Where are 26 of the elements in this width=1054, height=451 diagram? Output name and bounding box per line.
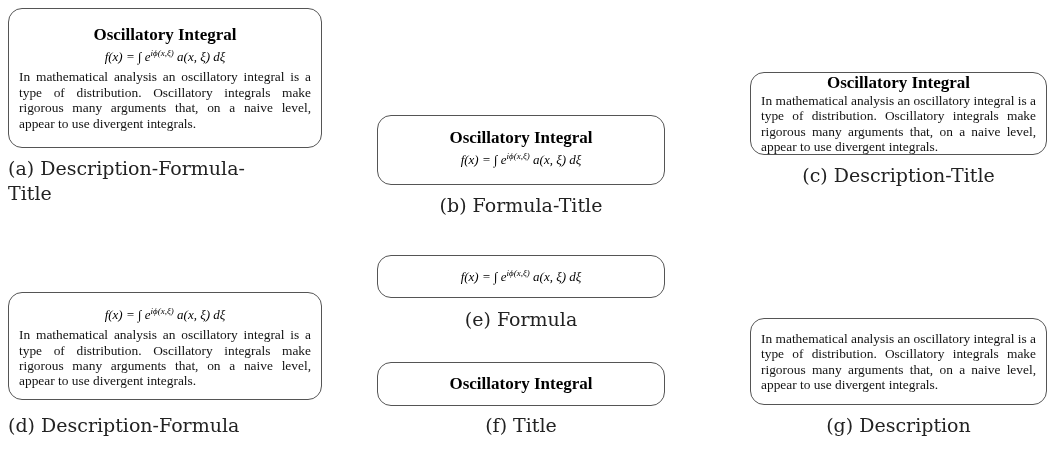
formula: f(x) = ∫ e$^{iϕ(x,ξ)}$ a(x, ξ) dξ — [459, 150, 583, 170]
formula: f(x) = ∫ e$^{iϕ(x,ξ)}$ a(x, ξ) dξ — [459, 266, 583, 287]
subfigure-caption: (d) Description-Formula — [8, 413, 241, 438]
subfigure-caption: (b) Formula-Title — [438, 193, 604, 218]
subfigure-caption: (e) Formula — [463, 307, 579, 332]
rounded-box — [750, 72, 1047, 155]
box-title: Oscillatory Integral — [92, 25, 238, 46]
rounded-box — [377, 362, 665, 406]
rounded-box — [377, 115, 665, 185]
description-text: In mathematical analysis an oscillatory integral is a type of distribution. Oscillatory integrals make rigorous many arguments that, on a naive level, appear to use divergent integrals. — [19, 69, 311, 131]
box-title: Oscillatory Integral — [448, 373, 594, 395]
subfigure-caption: (a) Description-Formula-Title — [8, 156, 246, 206]
description-text: In mathematical analysis an oscillatory integral is a type of distribution. Oscillatory integrals make rigorous many arguments that, on a naive level, appear to use divergent integrals. — [19, 327, 311, 389]
rounded-box — [750, 318, 1047, 405]
description-text: In mathematical analysis an oscillatory integral is a type of distribution. Oscillatory integrals make rigorous many arguments that, on a naive level, appear to use divergent integrals. — [761, 92, 1036, 155]
box-title: Oscillatory Integral — [825, 72, 972, 93]
formula: f(x) = ∫ e$^{iϕ(x,ξ)}$ a(x, ξ) dξ — [103, 47, 227, 67]
description-text: In mathematical analysis an oscillatory integral is a type of distribution. Oscillatory integrals make rigorous many arguments that, on a naive level, appear to use divergent integrals. — [761, 330, 1036, 393]
rounded-box — [377, 255, 665, 298]
subfigure-caption: (f) Title — [484, 413, 558, 438]
rounded-box — [8, 8, 322, 148]
formula: f(x) = ∫ e$^{iϕ(x,ξ)}$ a(x, ξ) dξ — [103, 305, 227, 325]
box-title: Oscillatory Integral — [448, 127, 594, 149]
subfigure-caption: (c) Description-Title — [801, 163, 996, 188]
rounded-box — [8, 292, 322, 400]
subfigure-caption: (g) Description — [825, 413, 972, 438]
